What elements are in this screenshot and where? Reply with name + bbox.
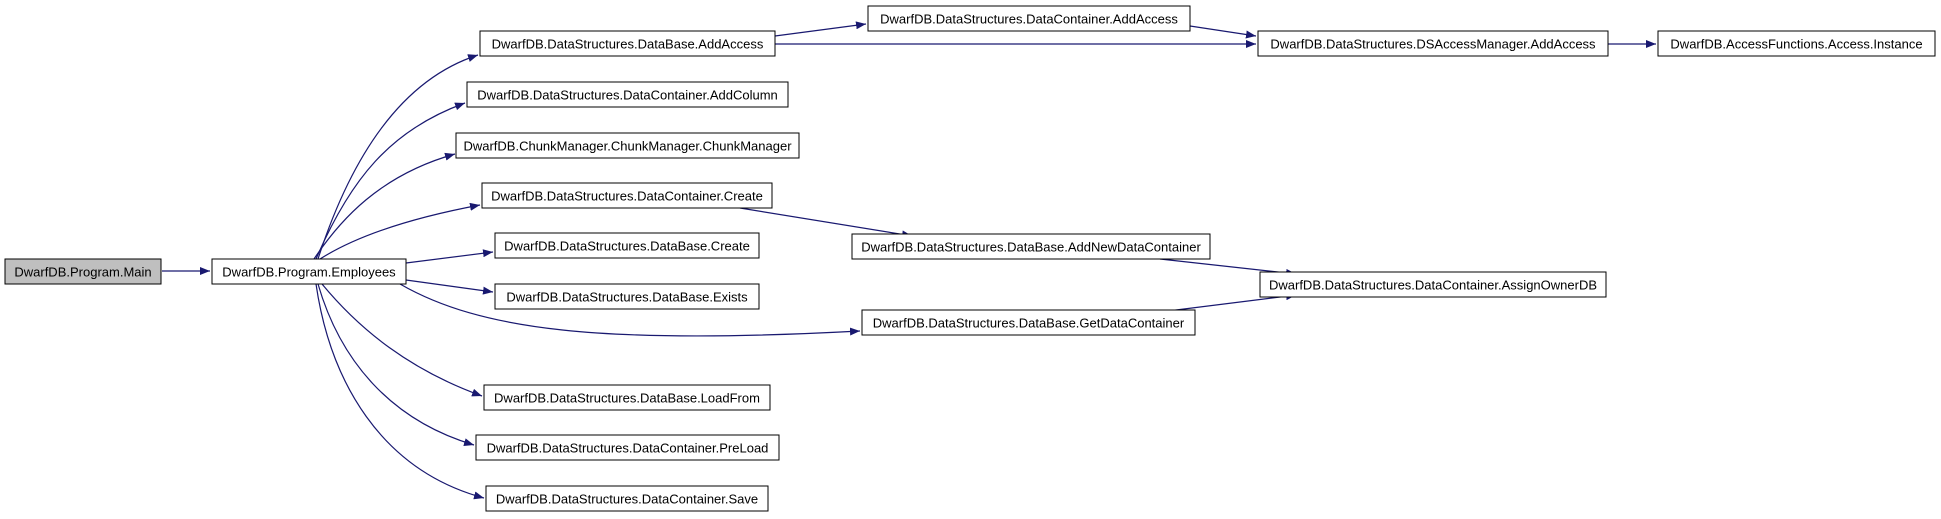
node-label: DwarfDB.DataStructures.DataBase.AddAcces… [492, 37, 764, 52]
node-label: DwarfDB.DataStructures.DataContainer.Add… [880, 12, 1178, 27]
node-box [479, 30, 776, 57]
edge-employees-to-dc_save [315, 283, 485, 500]
node-box [466, 81, 789, 108]
node-dc_create[interactable]: DwarfDB.DataStructures.DataContainer.Cre… [481, 182, 773, 209]
node-label: DwarfDB.DataStructures.DataContainer.Ass… [1269, 278, 1597, 293]
node-label: DwarfDB.DataStructures.DataContainer.Cre… [491, 189, 763, 204]
node-label: DwarfDB.ChunkManager.ChunkManager.ChunkM… [463, 139, 792, 154]
node-box [475, 434, 780, 461]
node-db_create[interactable]: DwarfDB.DataStructures.DataBase.Create [494, 232, 760, 259]
node-dc_addaccess[interactable]: DwarfDB.DataStructures.DataContainer.Add… [867, 5, 1191, 32]
edge-employees-to-db_addaccess [317, 54, 479, 260]
node-main[interactable]: DwarfDB.Program.Main [4, 258, 162, 285]
node-label: DwarfDB.AccessFunctions.Access.Instance [1670, 37, 1922, 52]
edges-layer [162, 21, 1656, 500]
node-dsam_addaccess[interactable]: DwarfDB.DataStructures.DSAccessManager.A… [1257, 30, 1609, 57]
edge-employees-to-dc_preload [317, 283, 475, 446]
edge-employees-to-chunkmanager [313, 152, 456, 260]
node-label: DwarfDB.DataStructures.DataBase.AddNewDa… [861, 240, 1201, 255]
node-box [4, 258, 162, 285]
node-db_addaccess[interactable]: DwarfDB.DataStructures.DataBase.AddAcces… [479, 30, 776, 57]
node-employees[interactable]: DwarfDB.Program.Employees [211, 258, 407, 285]
node-box [494, 283, 760, 310]
node-box [494, 232, 760, 259]
node-box [1657, 30, 1936, 57]
node-db_exists[interactable]: DwarfDB.DataStructures.DataBase.Exists [494, 283, 760, 310]
node-label: DwarfDB.DataStructures.DataBase.Exists [506, 290, 748, 305]
node-box [851, 233, 1211, 260]
node-box [211, 258, 407, 285]
node-label: DwarfDB.DataStructures.DSAccessManager.A… [1270, 37, 1596, 52]
node-box [485, 485, 769, 512]
node-access_instance[interactable]: DwarfDB.AccessFunctions.Access.Instance [1657, 30, 1936, 57]
node-dc_addcolumn[interactable]: DwarfDB.DataStructures.DataContainer.Add… [466, 81, 789, 108]
node-box [1259, 271, 1607, 298]
node-dc_preload[interactable]: DwarfDB.DataStructures.DataContainer.Pre… [475, 434, 780, 461]
node-dc_assignownerdb[interactable]: DwarfDB.DataStructures.DataContainer.Ass… [1259, 271, 1607, 298]
edge-employees-to-dc_create [319, 202, 481, 260]
node-box [867, 5, 1191, 32]
node-box [481, 182, 773, 209]
edge-db_getdc-to-dc_assignownerdb [1159, 292, 1297, 313]
edge-dc_addaccess-to-dsam_addaccess [1189, 25, 1257, 39]
edge-db_addaccess-to-dc_addaccess [774, 21, 867, 37]
node-label: DwarfDB.DataStructures.DataContainer.Pre… [487, 441, 769, 456]
node-box [1257, 30, 1609, 57]
node-db_getdc[interactable]: DwarfDB.DataStructures.DataBase.GetDataC… [861, 309, 1196, 336]
node-label: DwarfDB.Program.Employees [222, 265, 396, 280]
nodes-layer: DwarfDB.Program.Main DwarfDB.Program.Empl… [4, 5, 1936, 512]
node-label: DwarfDB.Program.Main [14, 265, 151, 280]
node-box [861, 309, 1196, 336]
edge-dc_create-to-db_addnewdc [739, 207, 913, 239]
edge-employees-to-db_loadfrom [321, 283, 483, 397]
node-db_addnewdc[interactable]: DwarfDB.DataStructures.DataBase.AddNewDa… [851, 233, 1211, 260]
node-label: DwarfDB.DataStructures.DataBase.GetDataC… [873, 316, 1185, 331]
edge-employees-to-dc_addcolumn [315, 102, 466, 260]
node-box [455, 132, 800, 159]
node-label: DwarfDB.DataStructures.DataContainer.Add… [477, 88, 778, 103]
node-label: DwarfDB.DataStructures.DataBase.Create [504, 239, 750, 254]
node-label: DwarfDB.DataStructures.DataBase.LoadFrom [494, 391, 760, 406]
node-label: DwarfDB.DataStructures.DataContainer.Sav… [496, 492, 758, 507]
node-db_loadfrom[interactable]: DwarfDB.DataStructures.DataBase.LoadFrom [483, 384, 771, 411]
node-box [483, 384, 771, 411]
node-chunkmanager[interactable]: DwarfDB.ChunkManager.ChunkManager.ChunkM… [455, 132, 800, 159]
edge-employees-to-db_exists [405, 279, 494, 295]
edge-employees-to-db_getdc [399, 283, 861, 337]
node-dc_save[interactable]: DwarfDB.DataStructures.DataContainer.Sav… [485, 485, 769, 512]
edge-employees-to-db_create [405, 249, 494, 264]
